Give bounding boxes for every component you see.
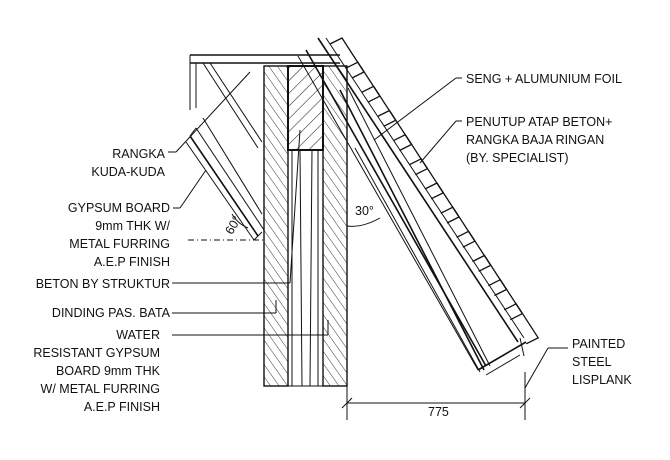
roof-truss (189, 54, 340, 149)
roof-tile (408, 157, 445, 200)
brick-wall (263, 65, 348, 387)
label-dinding: DINDING PAS. BATA (52, 306, 171, 320)
label-gypsum-2: 9mm THK W/ (95, 219, 170, 233)
roof-tile (440, 206, 476, 248)
label-water-4: W/ METAL FURRING (41, 382, 160, 396)
roof-tile (361, 85, 397, 127)
dimension-775: 775 (341, 372, 531, 420)
roof-tile (456, 230, 492, 272)
label-rangka-2: KUDA-KUDA (91, 165, 165, 179)
roof-slope (297, 37, 527, 376)
gypsum-board-ceiling (185, 117, 265, 241)
label-gypsum-4: A.E.P FINISH (94, 255, 170, 269)
label-penutup-3: (BY. SPECIALIST) (466, 151, 569, 165)
label-penutup-1: PENUTUP ATAP BETON+ (466, 115, 612, 129)
label-penutup-2: RANGKA BAJA RINGAN (466, 133, 604, 147)
right-leaders (373, 77, 568, 389)
roof-tile (345, 61, 381, 103)
label-gypsum-1: GYPSUM BOARD (68, 201, 170, 215)
label-lisplank-1: PAINTED (572, 337, 625, 351)
left-labels: RANGKA KUDA-KUDA GYPSUM BOARD 9mm THK W/… (33, 147, 170, 414)
label-water-5: A.E.P FINISH (84, 400, 160, 414)
label-rangka-1: RANGKA (112, 147, 165, 161)
label-water-1: WATER (116, 328, 160, 342)
roof-tile (377, 109, 413, 152)
label-gypsum-3: METAL FURRING (69, 237, 170, 251)
angle-left-label: 60° (223, 214, 245, 237)
roof-tile (329, 37, 365, 79)
dimension-value: 775 (428, 405, 449, 419)
roof-tile (424, 182, 460, 224)
right-labels: SENG + ALUMUNIUM FOIL PENUTUP ATAP BETON… (466, 72, 632, 387)
roof-tile (488, 278, 524, 321)
concrete-beam (287, 65, 324, 151)
roof-tile (393, 133, 429, 176)
brick-wall-left-leaf (263, 65, 289, 387)
label-water-2: RESISTANT GYPSUM (33, 346, 160, 360)
label-lisplank-3: LISPLANK (572, 373, 632, 387)
brick-wall-right-leaf (322, 65, 348, 387)
roof-tiles (329, 37, 540, 345)
angle-right-label: 30° (355, 204, 374, 218)
left-leaders (168, 71, 329, 336)
roof-tile (503, 302, 540, 345)
label-seng: SENG + ALUMUNIUM FOIL (466, 72, 622, 86)
label-lisplank-2: STEEL (572, 355, 612, 369)
reference-lines (188, 150, 381, 420)
label-water-3: BOARD 9mm THK (56, 364, 161, 378)
label-beton: BETON BY STRUKTUR (36, 277, 170, 291)
roof-tile (472, 254, 508, 297)
